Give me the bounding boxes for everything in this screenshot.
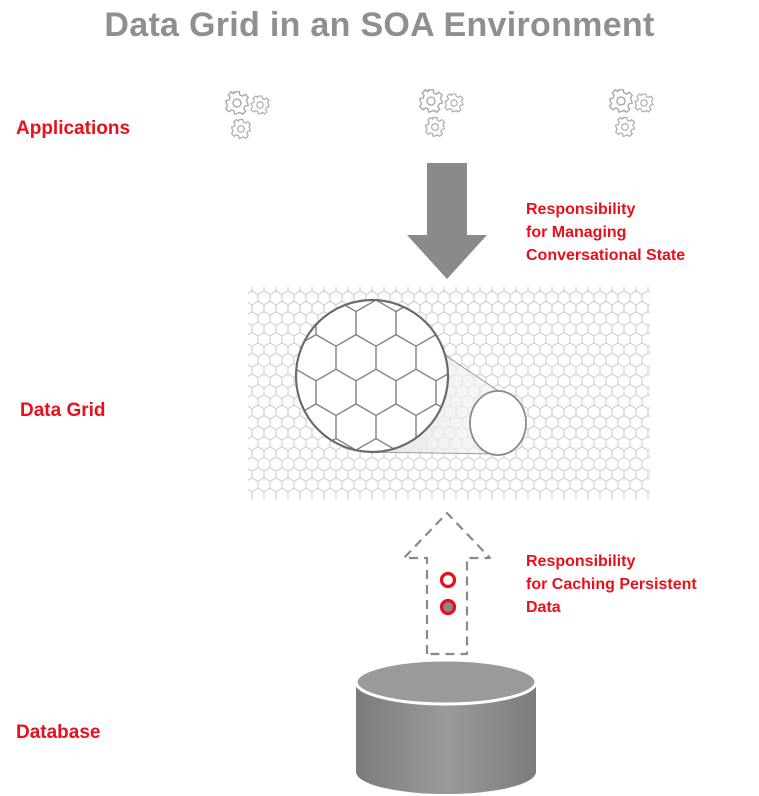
gear-cluster-icon bbox=[609, 89, 654, 138]
database-label: Database bbox=[16, 722, 101, 743]
conversational-state-line-3: Conversational State bbox=[526, 247, 686, 264]
database-cylinder-icon bbox=[354, 658, 538, 794]
gear-cluster-icon bbox=[419, 89, 464, 138]
conversational-state-line-1: Responsibility bbox=[526, 201, 636, 218]
persistent-data-line-3: Data bbox=[526, 599, 561, 616]
data-grid-label: Data Grid bbox=[20, 400, 106, 421]
applications-label: Applications bbox=[16, 118, 131, 139]
small-zoom-circle bbox=[469, 390, 527, 456]
persistent-data-line-2: for Caching Persistent bbox=[526, 576, 697, 593]
persistent-data-line-1: Responsibility bbox=[526, 553, 636, 570]
gear-cluster-icon bbox=[225, 91, 270, 140]
diagram-title: Data Grid in an SOA Environment bbox=[104, 6, 655, 44]
persistent-data-responsibility: Responsibility for Caching Persistent Da… bbox=[526, 550, 697, 619]
data-token-icon bbox=[439, 598, 457, 616]
data-token-icon bbox=[439, 571, 457, 589]
magnified-hex-circle bbox=[294, 298, 450, 454]
down-arrow-icon bbox=[407, 163, 487, 279]
conversational-state-responsibility: Responsibility for Managing Conversation… bbox=[526, 198, 685, 267]
conversational-state-line-2: for Managing bbox=[526, 224, 627, 241]
